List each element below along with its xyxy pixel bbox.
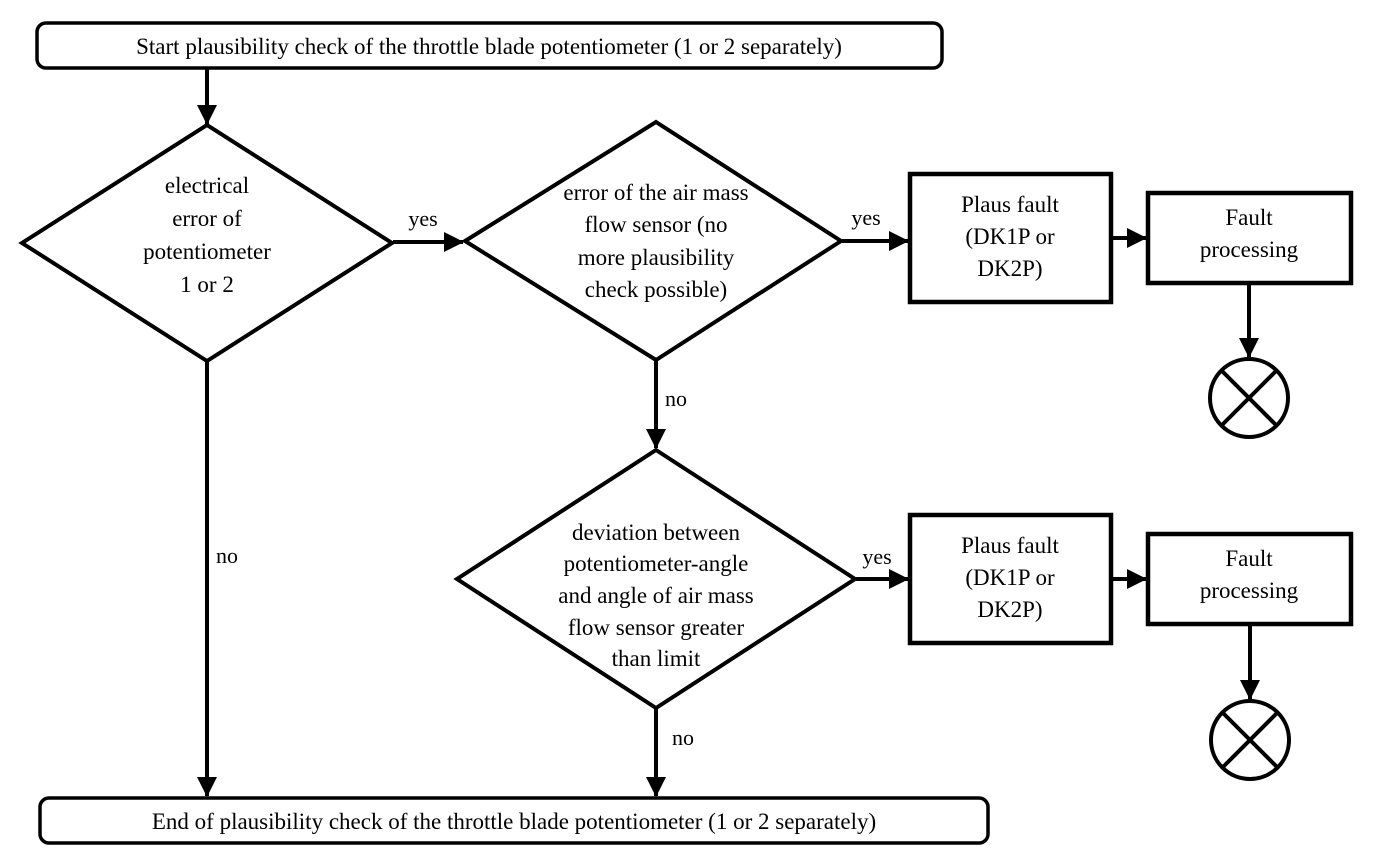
plaus-fault-1-line-3: DK2P): [977, 256, 1042, 281]
fault-processing-2-line-2: processing: [1200, 578, 1299, 603]
decision-airmass-line-4: check possible): [585, 277, 727, 302]
label-deviation-no: no: [672, 725, 694, 750]
decision-airmass-diamond: [461, 119, 845, 363]
plaus-fault-2-box: [907, 512, 1114, 646]
start-node: Start plausibility check of the throttle…: [35, 21, 944, 70]
fault-processing-1-line-1: Fault: [1225, 205, 1273, 230]
terminator-1-x-line-2: [1219, 368, 1279, 428]
label-deviation-yes: yes: [862, 544, 891, 569]
fault-processing-2-node: Fault processing: [1145, 531, 1354, 627]
plaus-fault-2-line-2: (DK1P or: [965, 565, 1055, 590]
fault-processing-1-line-2: processing: [1200, 237, 1299, 262]
end-node-label: End of plausibility check of the throttl…: [152, 809, 876, 834]
fault-processing-2-box: [1145, 531, 1354, 627]
decision-deviation-node: deviation between potentiometer-angle an…: [453, 447, 859, 711]
edge-labels: yes no yes no yes no: [216, 205, 892, 750]
edges: [197, 68, 1260, 797]
fault-processing-2-line-1: Fault: [1225, 546, 1273, 571]
plaus-fault-2-line-3: DK2P): [977, 597, 1042, 622]
label-electrical-yes: yes: [408, 206, 437, 231]
start-node-box: [35, 21, 944, 70]
fault-processing-1-box: [1145, 190, 1354, 286]
decision-electrical-line-2: error of: [172, 206, 242, 231]
decision-electrical-line-1: electrical: [165, 173, 249, 198]
decision-deviation-line-4: flow sensor greater: [568, 615, 745, 640]
end-node: End of plausibility check of the throttl…: [38, 796, 990, 845]
decision-airmass-line-1: error of the air mass: [563, 180, 748, 205]
label-electrical-no: no: [216, 543, 238, 568]
label-airmass-no: no: [665, 386, 687, 411]
decision-electrical-line-3: potentiometer: [143, 239, 271, 264]
decision-airmass-node: error of the air mass flow sensor (no mo…: [461, 119, 845, 363]
plaus-fault-2-line-1: Plaus fault: [961, 533, 1059, 558]
decision-electrical-diamond: [18, 122, 396, 364]
decision-deviation-diamond: [453, 447, 859, 711]
decision-deviation-line-1: deviation between: [572, 520, 740, 545]
plaus-fault-1-line-1: Plaus fault: [961, 192, 1059, 217]
plaus-fault-1-line-2: (DK1P or: [965, 224, 1055, 249]
decision-airmass-line-2: flow sensor (no: [584, 212, 727, 237]
decision-electrical-node: electrical error of potentiometer 1 or 2: [18, 122, 396, 364]
plaus-fault-1-node: Plaus fault (DK1P or DK2P): [907, 171, 1114, 305]
terminator-2-crossed-circle-icon: [1209, 699, 1291, 781]
decision-deviation-line-3: and angle of air mass: [558, 583, 753, 608]
terminator-2-x-line-2: [1220, 710, 1280, 770]
terminator-1-crossed-circle-icon: [1208, 357, 1290, 439]
start-node-label: Start plausibility check of the throttle…: [136, 34, 842, 59]
decision-deviation-line-2: potentiometer-angle: [564, 551, 749, 576]
plaus-fault-1-box: [907, 171, 1114, 305]
plaus-fault-2-node: Plaus fault (DK1P or DK2P): [907, 512, 1114, 646]
decision-deviation-line-5: than limit: [612, 646, 701, 671]
fault-processing-1-node: Fault processing: [1145, 190, 1354, 286]
decision-airmass-line-3: more plausibility: [578, 245, 735, 270]
end-node-box: [38, 796, 990, 845]
decision-electrical-line-4: 1 or 2: [180, 272, 234, 297]
label-airmass-yes: yes: [851, 205, 880, 230]
